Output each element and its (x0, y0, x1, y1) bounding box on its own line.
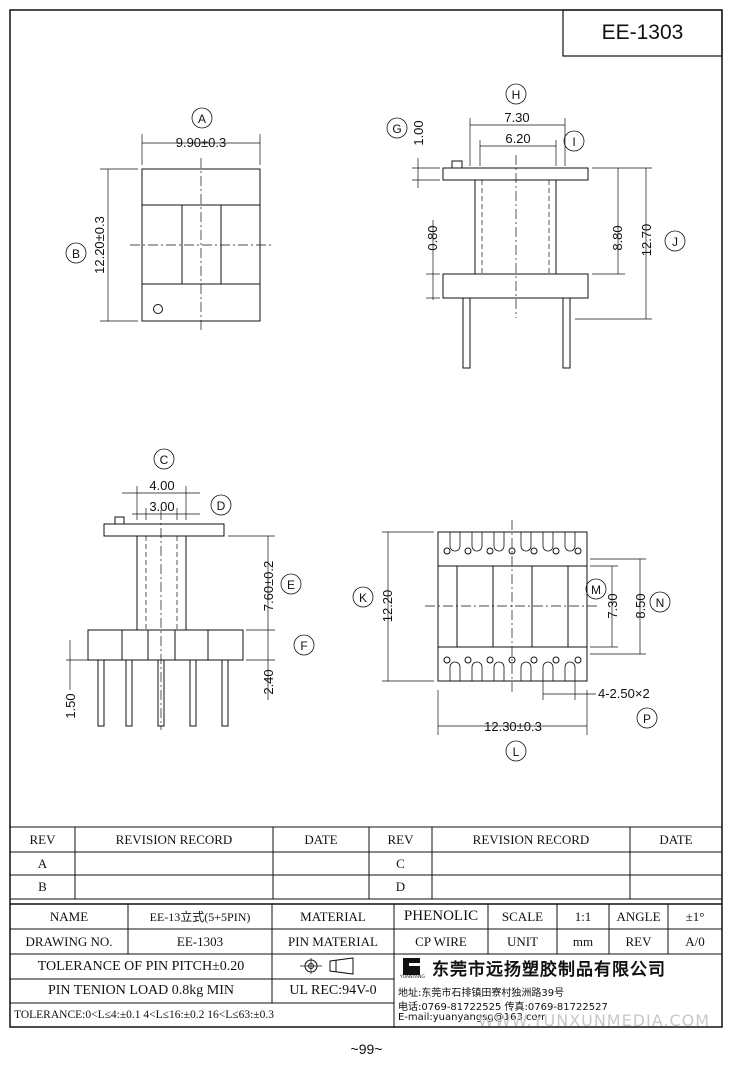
date-header-1: DATE (304, 831, 338, 847)
rev-row-d: D (395, 879, 406, 894)
dim-top-width: 9.90±0.3 (176, 135, 227, 150)
callout-e: E (287, 578, 295, 592)
pin-material-label: PIN MATERIAL (288, 933, 378, 949)
dim-front-height: 7.60±0.2 (261, 561, 276, 612)
logo-text: YUANYANG (400, 975, 425, 980)
dim-front-inner: 3.00 (149, 499, 174, 514)
dim-side-inner: 6.20 (505, 131, 530, 146)
dim-bottom-width: 12.30±0.3 (484, 719, 542, 734)
tolerance-ranges: TOLERANCE:0<L≤4:±0.1 4<L≤16:±0.2 16<L≤63… (14, 1009, 274, 1021)
rev-label: REV (625, 933, 652, 949)
drawing-no-value: EE-1303 (176, 933, 224, 949)
dim-front-outer: 4.00 (149, 478, 174, 493)
callout-j: J (672, 235, 678, 249)
angle-label: ANGLE (616, 908, 661, 924)
side-view (386, 83, 686, 369)
rev-row-a: A (37, 855, 48, 871)
company-email: E-mail:yuanyangsg@163.com (398, 1012, 548, 1023)
rev-row-c: C (396, 855, 405, 871)
dim-bottom-height: 12.20 (380, 590, 395, 623)
revision-table (10, 826, 722, 900)
dim-side-gap: 0.80 (425, 225, 440, 250)
dim-bottom-slots: 4-2.50×2 (598, 686, 650, 701)
watermark: WWW.YUNXUNMEDIA.COM (478, 1011, 711, 1030)
date-header-2: DATE (659, 831, 693, 847)
callout-k: K (359, 591, 367, 605)
ul-rec: UL REC:94V-0 (289, 983, 377, 998)
company-phone: 电话:0769-81722525 传真:0769-81722527 (398, 1002, 608, 1013)
callout-d-front: D (217, 499, 226, 513)
dim-front-pin: 1.50 (63, 693, 78, 718)
unit-value: mm (572, 933, 594, 949)
pin-tension-load: PIN TENION LOAD 0.8kg MIN (47, 983, 234, 998)
sheet-frame (9, 9, 723, 1028)
dim-top-height: 12.20±0.3 (92, 216, 107, 274)
page-number: ~99~ (350, 1041, 383, 1057)
callout-a: A (198, 112, 206, 126)
dim-side-total-h: 12.70 (639, 224, 654, 257)
tolerance-pin-pitch: TOLERANCE OF PIN PITCH±0.20 (37, 958, 245, 974)
callout-b: B (72, 247, 80, 261)
front-view (66, 448, 315, 730)
callout-f: F (300, 639, 307, 653)
dim-side-flange: 1.00 (411, 120, 426, 145)
callout-g: G (392, 122, 401, 136)
dim-front-base: 2.40 (261, 669, 276, 694)
callout-p: P (643, 712, 651, 726)
drawing-no-label: DRAWING NO. (25, 933, 113, 949)
dim-side-outer: 7.30 (504, 110, 529, 125)
rev-header-1: REV (29, 831, 56, 847)
rev-value: A/0 (685, 933, 705, 949)
revision-record-header-2: REVISION RECORD (472, 831, 590, 847)
unit-label: UNIT (506, 933, 539, 949)
callout-i: I (572, 135, 575, 149)
pin-material-value: CP WIRE (415, 933, 467, 949)
dim-bottom-n: 8.50 (633, 593, 648, 618)
title-block (10, 903, 722, 1027)
bottom-view (352, 520, 671, 762)
angle-value: ±1° (685, 908, 705, 924)
company-name: 东莞市远扬塑胶制品有限公司 (432, 960, 666, 980)
company-address: 地址:东莞市石排镇田寮村独洲路39号 (398, 988, 565, 999)
callout-m: M (591, 583, 601, 597)
top-view (65, 107, 272, 332)
material-value: PHENOLIC (403, 908, 479, 924)
name-value: EE-13立式(5+5PIN) (149, 910, 251, 924)
dim-side-inner-h: 8.80 (610, 225, 625, 250)
callout-c: C (160, 453, 169, 467)
callout-h: H (512, 88, 521, 102)
material-label: MATERIAL (300, 908, 366, 924)
callout-n: N (656, 596, 665, 610)
drawing-id: EE-1303 (601, 21, 684, 44)
scale-label: SCALE (501, 908, 544, 924)
title-box-frame (562, 9, 723, 57)
rev-header-2: REV (387, 831, 414, 847)
scale-value: 1:1 (574, 908, 592, 924)
dim-bottom-m: 7.30 (605, 593, 620, 618)
rev-row-b: B (38, 879, 47, 894)
revision-record-header-1: REVISION RECORD (115, 831, 233, 847)
callout-l: L (513, 745, 520, 759)
name-label: NAME (49, 908, 89, 924)
